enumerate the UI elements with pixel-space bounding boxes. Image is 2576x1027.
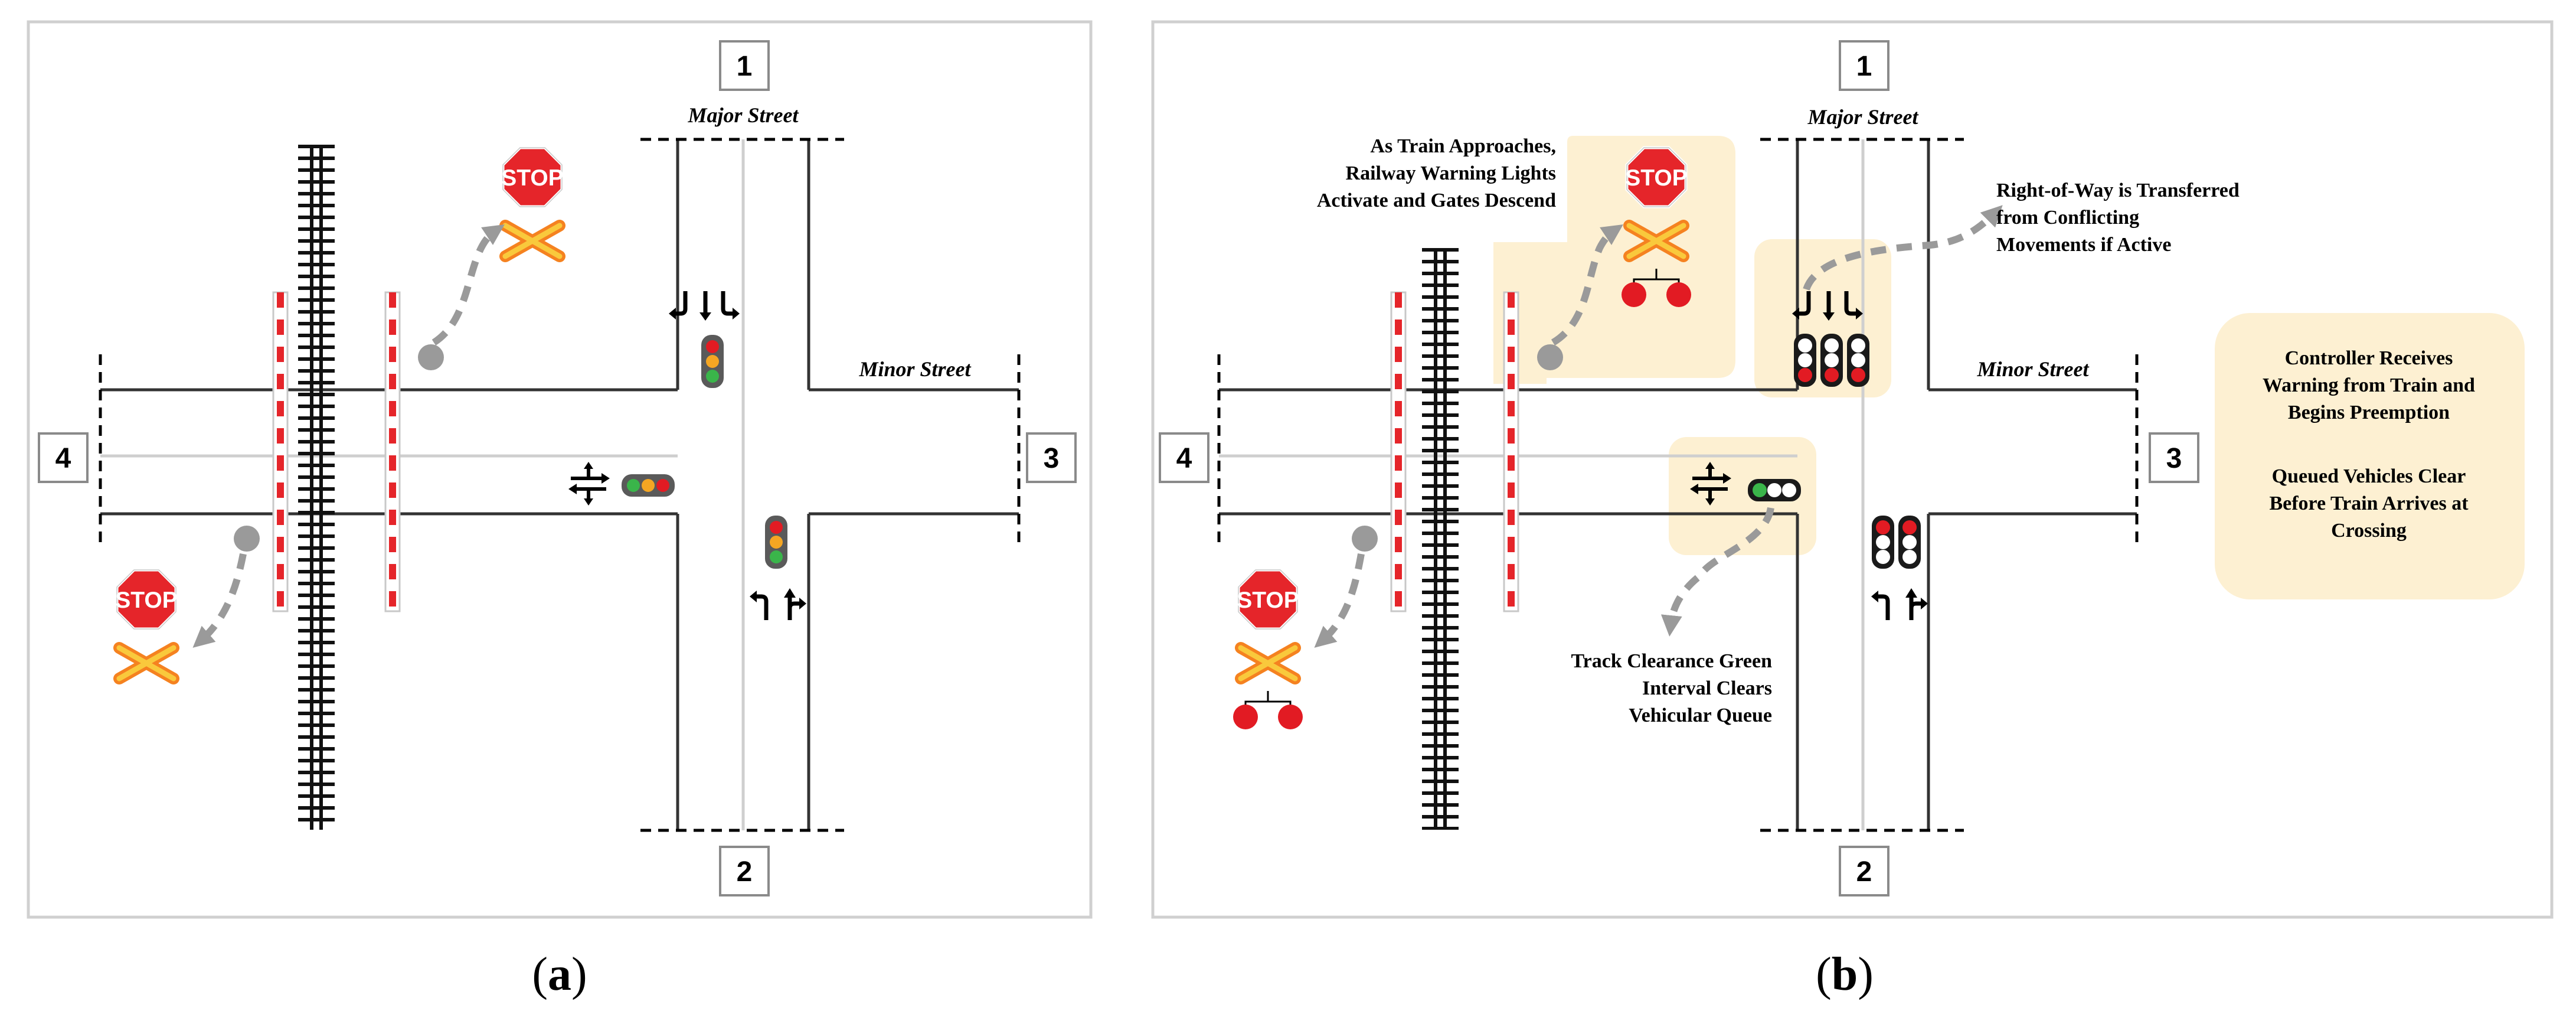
annotation-right-of-way-line3: Movements if Active bbox=[1996, 234, 2171, 256]
svg-text:4: 4 bbox=[55, 443, 71, 474]
crossing-gate-west bbox=[1390, 291, 1407, 612]
annotation-queued-vehicles-line3: Crossing bbox=[2331, 520, 2407, 542]
annotation-train-approaches-line2: Railway Warning Lights bbox=[1346, 162, 1556, 184]
controller-info-box bbox=[2215, 313, 2525, 599]
panel-b: Major Street Minor Street As Train Appro… bbox=[1151, 20, 2554, 919]
railway-track bbox=[1422, 248, 1459, 830]
approach-box-4: 4 bbox=[1159, 432, 1209, 483]
annotation-track-clearance-line2: Interval Clears bbox=[1642, 677, 1772, 699]
caption-a-letter: a bbox=[548, 948, 571, 1000]
traffic-signal-northbound-left bbox=[1872, 516, 1894, 569]
annotation-track-clearance-line3: Vehicular Queue bbox=[1629, 705, 1772, 726]
caption-b: (b) bbox=[1816, 948, 1874, 1000]
traffic-signal-northbound bbox=[765, 516, 787, 569]
approach-box-2: 2 bbox=[1839, 846, 1889, 896]
major-street-label: Major Street bbox=[687, 103, 799, 127]
traffic-signal-southbound-left bbox=[1794, 334, 1816, 387]
svg-text:3: 3 bbox=[2166, 443, 2182, 474]
svg-text:2: 2 bbox=[737, 856, 753, 888]
railway-track bbox=[298, 145, 335, 830]
svg-text:1: 1 bbox=[737, 51, 753, 82]
approach-box-2: 2 bbox=[719, 846, 770, 896]
svg-text:3: 3 bbox=[1044, 443, 1060, 474]
svg-text:2: 2 bbox=[1856, 856, 1872, 888]
caption-a: (a) bbox=[532, 948, 587, 1000]
svg-text:4: 4 bbox=[1176, 443, 1192, 474]
annotation-controller-line1: Controller Receives bbox=[2285, 347, 2453, 369]
traffic-signal-eastbound bbox=[1748, 479, 1801, 501]
caption-b-letter: b bbox=[1831, 948, 1858, 1000]
traffic-signal-eastbound bbox=[622, 474, 675, 497]
approach-box-3: 3 bbox=[2149, 432, 2199, 483]
minor-street-label: Minor Street bbox=[1976, 357, 2089, 381]
annotation-train-approaches-line1: As Train Approaches, bbox=[1370, 135, 1556, 157]
annotation-train-approaches-line3: Activate and Gates Descend bbox=[1317, 190, 1556, 211]
annotation-controller-line3: Begins Preemption bbox=[2288, 402, 2450, 423]
annotation-queued-vehicles-line1: Queued Vehicles Clear bbox=[2272, 465, 2466, 487]
major-street-label: Major Street bbox=[1807, 105, 1918, 129]
annotation-track-clearance-line1: Track Clearance Green bbox=[1571, 650, 1772, 672]
approach-box-1: 1 bbox=[719, 40, 770, 91]
annotation-queued-vehicles-line2: Before Train Arrives at bbox=[2269, 493, 2469, 514]
crossing-gate-east bbox=[1503, 291, 1519, 612]
annotation-controller-line2: Warning from Train and bbox=[2263, 374, 2475, 396]
svg-text:1: 1 bbox=[1856, 51, 1872, 82]
minor-street-label: Minor Street bbox=[858, 357, 971, 381]
approach-box-4: 4 bbox=[38, 432, 89, 483]
highlight-eastbound-signal bbox=[1669, 437, 1816, 555]
crossing-gate-east bbox=[384, 291, 401, 612]
annotation-right-of-way-line1: Right-of-Way is Transferred bbox=[1996, 180, 2240, 201]
approach-box-1: 1 bbox=[1839, 40, 1889, 91]
traffic-signal-southbound bbox=[701, 335, 724, 388]
annotation-right-of-way-line2: from Conflicting bbox=[1996, 207, 2139, 229]
traffic-signal-northbound-through bbox=[1898, 516, 1921, 569]
traffic-signal-southbound-right bbox=[1847, 334, 1869, 387]
panel-a: Major Street Minor Street 1 2 3 4 bbox=[27, 20, 1093, 919]
traffic-signal-southbound-through bbox=[1820, 334, 1843, 387]
approach-box-3: 3 bbox=[1026, 432, 1077, 483]
crossing-gate-west bbox=[272, 291, 289, 612]
